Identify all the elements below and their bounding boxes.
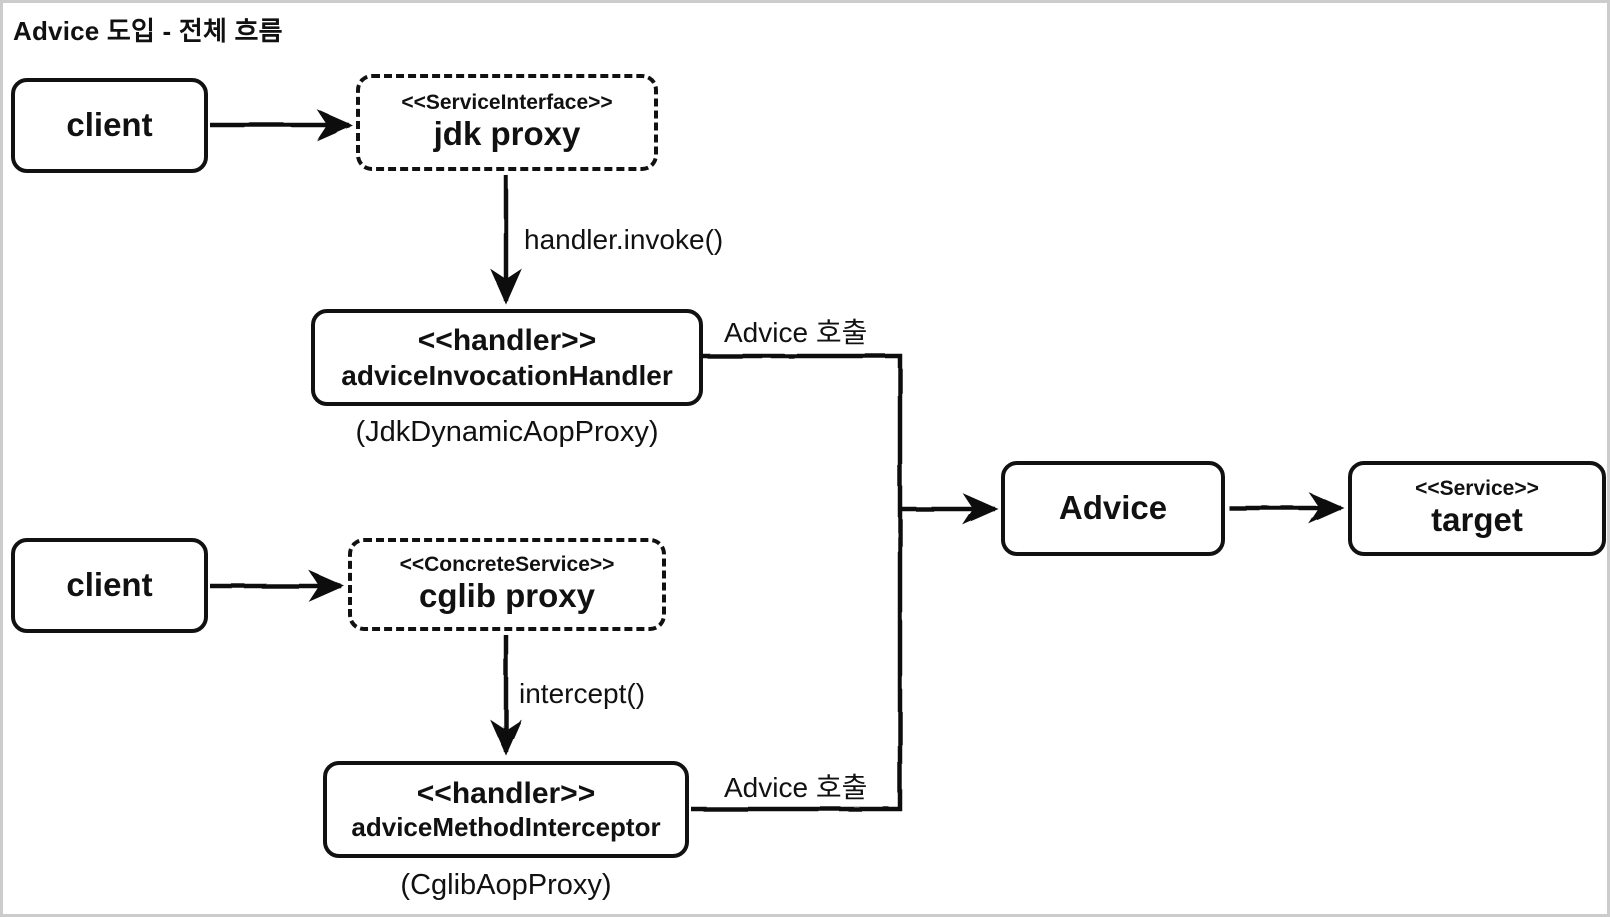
edge-label-handler-invoke: handler.invoke() [524, 224, 724, 255]
node-label: adviceInvocationHandler [341, 359, 673, 391]
node-label: client [66, 106, 153, 144]
node-stereotype: <<handler>> [416, 777, 596, 811]
diagram-title: Advice 도입 - 전체 흐름 [13, 16, 283, 46]
caption-jdk-dynamic-aop-proxy: (JdkDynamicAopProxy) [355, 416, 659, 448]
node-advice: Advice [1001, 461, 1225, 556]
edge-label-advice-call-bottom: Advice 호출 [724, 772, 868, 803]
node-client-top: client [11, 78, 208, 173]
node-label: jdk proxy [433, 115, 581, 153]
node-stereotype: <<Service>> [1415, 476, 1539, 500]
node-advice-invocation-handler: <<handler>> adviceInvocationHandler [311, 309, 703, 406]
node-jdk-proxy: <<ServiceInterface>> jdk proxy [356, 74, 658, 171]
edge-label-advice-call-top: Advice 호출 [724, 317, 868, 348]
node-label: target [1431, 501, 1523, 539]
node-target: <<Service>> target [1348, 461, 1606, 556]
node-client-bottom: client [11, 538, 208, 633]
caption-cglib-aop-proxy: (CglibAopProxy) [400, 869, 612, 901]
node-stereotype: <<ServiceInterface>> [401, 90, 613, 114]
node-cglib-proxy: <<ConcreteService>> cglib proxy [348, 538, 666, 631]
node-advice-method-interceptor: <<handler>> adviceMethodInterceptor [323, 761, 689, 858]
edge-handlers-join-line [691, 353, 903, 812]
node-stereotype: <<handler>> [417, 324, 597, 358]
node-label: adviceMethodInterceptor [351, 811, 661, 842]
node-label: cglib proxy [418, 577, 596, 615]
node-label: client [66, 566, 153, 604]
edge-label-intercept: intercept() [519, 678, 646, 709]
node-stereotype: <<ConcreteService>> [399, 552, 615, 576]
node-label: Advice [1058, 489, 1168, 527]
